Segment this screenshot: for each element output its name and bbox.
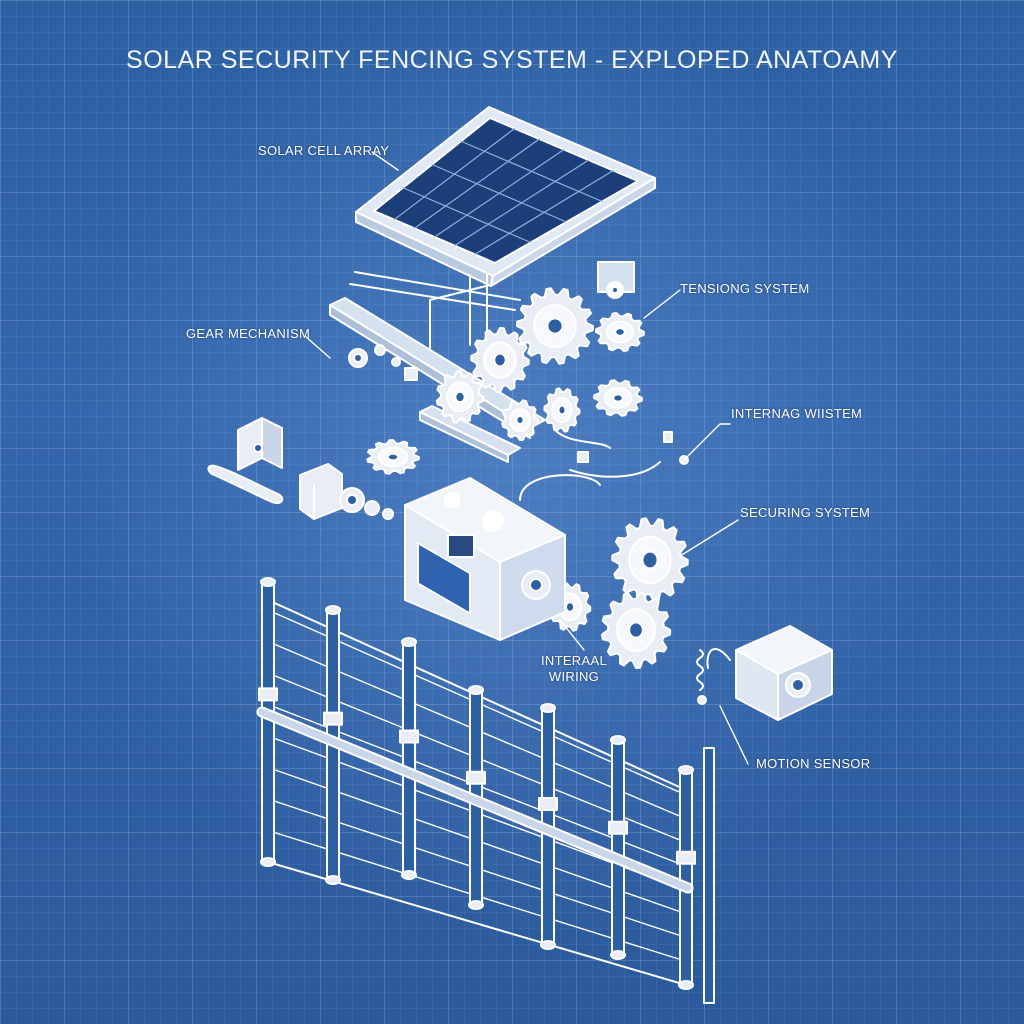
label-securing-system: SECURING SYSTEM bbox=[740, 505, 871, 520]
label-internag-wiistem: INTERNAG WIISTEM bbox=[731, 406, 863, 421]
label-internal-wiring-line2: WIRING bbox=[548, 669, 600, 684]
label-motion-sensor: MOTION SENSOR bbox=[756, 756, 871, 771]
label-gear-mechanism: GEAR MECHANISM bbox=[186, 326, 311, 341]
tension-bracket bbox=[597, 261, 635, 299]
gear-securing bbox=[611, 517, 689, 603]
leader-lines bbox=[304, 151, 749, 765]
fence-post bbox=[676, 765, 696, 990]
label-solar-cell-array: SOLAR CELL ARRAY bbox=[258, 143, 390, 158]
gear-large-top bbox=[516, 287, 594, 365]
bearing-parts bbox=[348, 344, 418, 381]
gear-cluster bbox=[366, 287, 689, 669]
gear-left bbox=[435, 370, 485, 424]
gear-small-a bbox=[501, 399, 539, 441]
diagram-title: SOLAR SECURITY FENCING SYSTEM - EXPLOPED… bbox=[126, 46, 898, 74]
label-tensioning-system: TENSIONG SYSTEM bbox=[680, 281, 810, 296]
motion-sensor bbox=[696, 625, 833, 721]
control-box bbox=[404, 474, 601, 641]
label-internal-wiring: INTERAAL WIRING bbox=[534, 653, 614, 685]
wire-harness bbox=[554, 429, 689, 478]
fence bbox=[256, 577, 715, 1004]
mount-bracket bbox=[237, 417, 283, 471]
gear-tension bbox=[595, 312, 645, 352]
gear-loose bbox=[366, 439, 420, 475]
gear-flat bbox=[593, 379, 643, 417]
panel-mount bbox=[329, 271, 546, 463]
label-internal-wiring-line1: INTERAAL bbox=[541, 653, 607, 668]
fence-post bbox=[258, 577, 278, 867]
solar-panel bbox=[355, 106, 656, 287]
gear-small-b bbox=[543, 387, 581, 433]
fence-post bbox=[608, 735, 628, 960]
gear-securing-lower bbox=[601, 591, 672, 669]
gear-center bbox=[470, 327, 530, 393]
fence-post bbox=[399, 637, 419, 880]
shaft-assembly bbox=[299, 463, 394, 520]
cable-clip bbox=[207, 464, 284, 504]
